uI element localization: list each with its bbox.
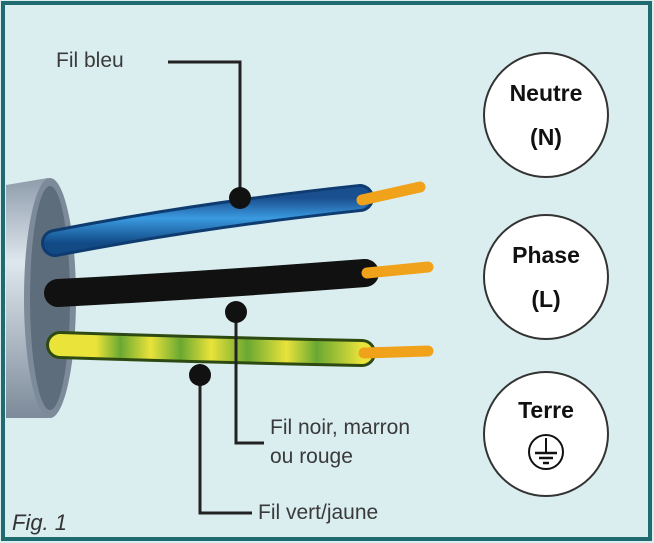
blue-wire-copper-tip: [356, 181, 426, 206]
earth-ground-icon: [528, 434, 564, 470]
figure-label: Fig. 1: [12, 510, 68, 535]
blue-wire-label: Fil bleu: [56, 49, 124, 72]
green-yellow-wire-copper-tip: [358, 345, 434, 359]
phase-legend-circle: Phase (L): [483, 214, 609, 340]
black-wire: [44, 259, 379, 307]
blue-wire: [44, 187, 371, 254]
earth-legend-circle: Terre: [483, 371, 609, 497]
neutral-legend-circle: Neutre (N): [483, 52, 609, 178]
live-wire-label-line1: Fil noir, marron: [270, 416, 411, 439]
phase-title: Phase: [512, 242, 580, 268]
phase-abbr: (L): [531, 286, 561, 312]
earth-wire-leader-dot: [189, 364, 211, 386]
blue-wire-leader-line: [168, 60, 242, 198]
live-wire-label-line2: ou rouge: [270, 445, 353, 468]
live-wire-leader-dot: [225, 301, 247, 323]
live-wire-leader-line: [234, 312, 264, 445]
blue-wire-leader-dot: [229, 187, 251, 209]
neutral-abbr: (N): [530, 124, 562, 150]
earth-title: Terre: [518, 397, 574, 423]
green-yellow-wire: [49, 334, 373, 364]
neutral-title: Neutre: [509, 80, 583, 106]
black-wire-copper-tip: [361, 261, 434, 279]
earth-wire-leader-line: [198, 375, 252, 515]
earth-wire-label: Fil vert/jaune: [258, 501, 379, 524]
